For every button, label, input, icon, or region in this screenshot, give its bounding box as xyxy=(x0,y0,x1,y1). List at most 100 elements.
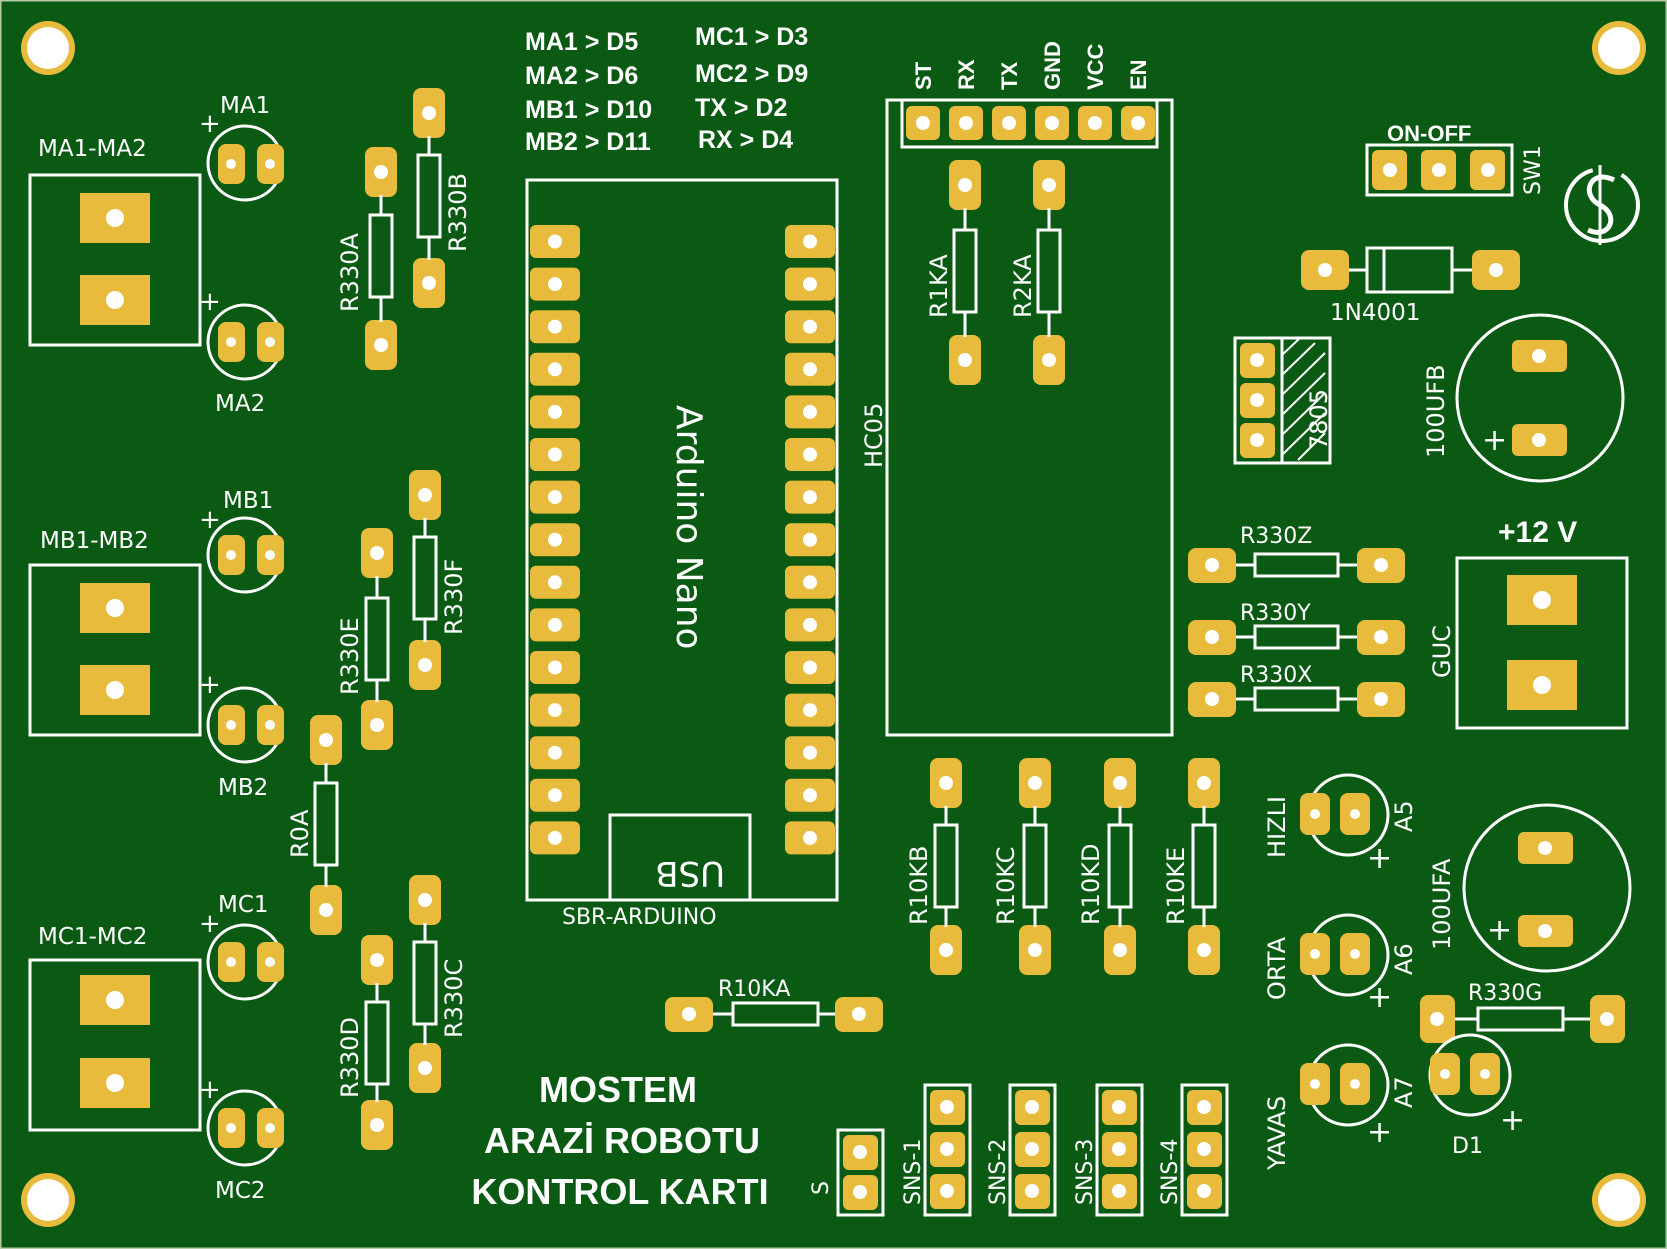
hc05-pin-label: TX xyxy=(997,62,1022,90)
svg-text:R1KA: R1KA xyxy=(925,254,953,318)
resistor-r10kc xyxy=(1022,823,1048,909)
svg-text:+: + xyxy=(1367,841,1392,876)
cap-b-label: 100UFB xyxy=(1422,364,1450,458)
svg-text:R10KE: R10KE xyxy=(1162,847,1190,925)
resistor-r330a xyxy=(368,213,394,299)
resistor-r330g-block: R330G xyxy=(1420,981,1625,1043)
svg-text:R10KA: R10KA xyxy=(718,977,790,1002)
arduino-label: Arduino Nano xyxy=(668,405,709,650)
led-yavas-label: YAVAS xyxy=(1263,1096,1291,1171)
led-orta-label: ORTA xyxy=(1263,936,1291,1000)
resistor-r330x xyxy=(1253,686,1340,712)
svg-text:+: + xyxy=(199,670,221,700)
power-connector: +12 V GUC xyxy=(1428,516,1629,730)
resistor-r330c xyxy=(412,940,438,1026)
svg-text:R330D: R330D xyxy=(336,1017,364,1098)
svg-text:R10KC: R10KC xyxy=(992,847,1020,925)
pin-map: MA1 > D5 MA2 > D6 MB1 > D10 MB2 > D11 MC… xyxy=(525,23,808,156)
indicator-leds: HIZLI A5 + ORTA A6 + YAVAS A7 + xyxy=(1263,773,1418,1171)
svg-text:+: + xyxy=(1367,980,1392,1015)
sensor-2-label: SNS-2 xyxy=(986,1139,1011,1205)
led-yavas-pin: A7 xyxy=(1390,1076,1418,1108)
power-switch: ON-OFF SW1 xyxy=(1365,121,1546,197)
svg-text:R330F: R330F xyxy=(440,559,468,635)
svg-text:R330X: R330X xyxy=(1240,663,1312,688)
led-hizli-pin: A5 xyxy=(1390,800,1418,832)
power-connector-label: GUC xyxy=(1428,625,1456,678)
led-orta-pin: A6 xyxy=(1390,943,1418,975)
pin-map-right-1: MC1 > D3 xyxy=(695,23,808,51)
r10k-resistors: R10KB R10KC R10KD R10KE xyxy=(905,758,1220,975)
resistor-r330z xyxy=(1253,552,1340,578)
hc05-pin-label: EN xyxy=(1126,59,1151,90)
hc05-label: HC05 xyxy=(860,403,888,468)
svg-text:R330C: R330C xyxy=(440,959,468,1038)
hc05-pin-label: VCC xyxy=(1083,43,1108,90)
regulator-label: 7805 xyxy=(1305,389,1333,450)
sensor-3-label: SNS-3 xyxy=(1073,1139,1098,1205)
board-logo xyxy=(1564,165,1640,245)
led-d1-label: D1 xyxy=(1452,1134,1483,1159)
switch-label: ON-OFF xyxy=(1387,121,1471,146)
resistor-r330b xyxy=(416,153,442,239)
resistor-r10ke xyxy=(1191,823,1217,909)
cap-a-label: 100UFA xyxy=(1428,858,1456,950)
motor-a-connector-label: MA1-MA2 xyxy=(38,136,147,162)
svg-text:R10KB: R10KB xyxy=(905,846,933,925)
hc05-pin-label: GND xyxy=(1040,41,1065,90)
svg-text:R2KA: R2KA xyxy=(1009,254,1037,318)
pin-map-right-3: TX > D2 xyxy=(695,94,787,122)
resistor-r10kd xyxy=(1107,823,1133,909)
board-title: MOSTEM ARAZİ ROBOTU KONTROL KARTI xyxy=(471,1069,768,1212)
hc05-pin-label: RX xyxy=(954,59,979,90)
svg-text:+: + xyxy=(199,1075,221,1105)
svg-text:+: + xyxy=(1482,423,1507,458)
sensor-1-label: SNS-1 xyxy=(901,1139,926,1205)
motor-b-block: MB1-MB2 MB1 + + MB2 xyxy=(28,488,284,801)
svg-text:R330Y: R330Y xyxy=(1240,601,1311,626)
resistor-r330e xyxy=(364,596,390,682)
svg-text:R330Z: R330Z xyxy=(1240,524,1312,549)
left-resistors: R330A R330B R330E R330F R0A R330D xyxy=(286,88,472,1150)
motor-c-connector-label: MC1-MC2 xyxy=(38,924,147,950)
regulator-7805: 7805 xyxy=(1233,336,1333,465)
resistor-r10ka xyxy=(731,1001,820,1027)
pin-map-right-2: MC2 > D9 xyxy=(695,60,808,88)
resistor-r1ka xyxy=(952,228,978,314)
mounting-holes xyxy=(21,21,1646,1227)
svg-text:R0A: R0A xyxy=(286,809,314,858)
svg-text:+: + xyxy=(199,909,221,939)
svg-text:+: + xyxy=(199,505,221,535)
resistor-r330f xyxy=(412,535,438,621)
svg-text:+: + xyxy=(1367,1115,1392,1150)
diode-1n4001: 1N4001 xyxy=(1301,246,1520,326)
svg-text:R10KD: R10KD xyxy=(1077,844,1105,925)
hc05-pin-label: ST xyxy=(911,61,936,90)
switch-ref: SW1 xyxy=(1521,145,1546,195)
power-label: +12 V xyxy=(1498,516,1577,549)
motor-b-connector-label: MB1-MB2 xyxy=(40,528,149,554)
pin-map-left-2: MA2 > D6 xyxy=(525,62,638,90)
led-hizli-label: HIZLI xyxy=(1263,796,1291,858)
svg-text:R330G: R330G xyxy=(1468,981,1542,1006)
resistor-r330d xyxy=(364,1000,390,1086)
led-d1: + D1 xyxy=(1428,1033,1525,1159)
arduino-right-pins xyxy=(785,225,835,855)
motor-b-connector xyxy=(28,563,202,737)
motor-c-connector xyxy=(28,958,202,1132)
motor-a-bottom-label: MA2 xyxy=(215,391,265,417)
pin-map-left-4: MB2 > D11 xyxy=(525,128,651,156)
title-line-3: KONTROL KARTI xyxy=(471,1171,768,1212)
motor-a-connector xyxy=(28,173,202,347)
pin-map-right-4: RX > D4 xyxy=(698,126,793,154)
pin-map-left-3: MB1 > D10 xyxy=(525,96,652,124)
s-header-label: S xyxy=(809,1181,834,1195)
resistor-r330g xyxy=(1476,1006,1565,1032)
hc05-pin-header: ST RX TX GND VCC EN xyxy=(906,41,1155,140)
capacitor-100ufa: + 100UFA xyxy=(1428,803,1632,973)
motor-b-top-label: MB1 xyxy=(223,488,273,514)
resistor-r330y xyxy=(1253,624,1340,650)
title-line-2: ARAZİ ROBOTU xyxy=(484,1120,760,1161)
sensor-headers: S SNS-1 SNS-2 SNS-3 SNS-4 xyxy=(809,1083,1229,1217)
